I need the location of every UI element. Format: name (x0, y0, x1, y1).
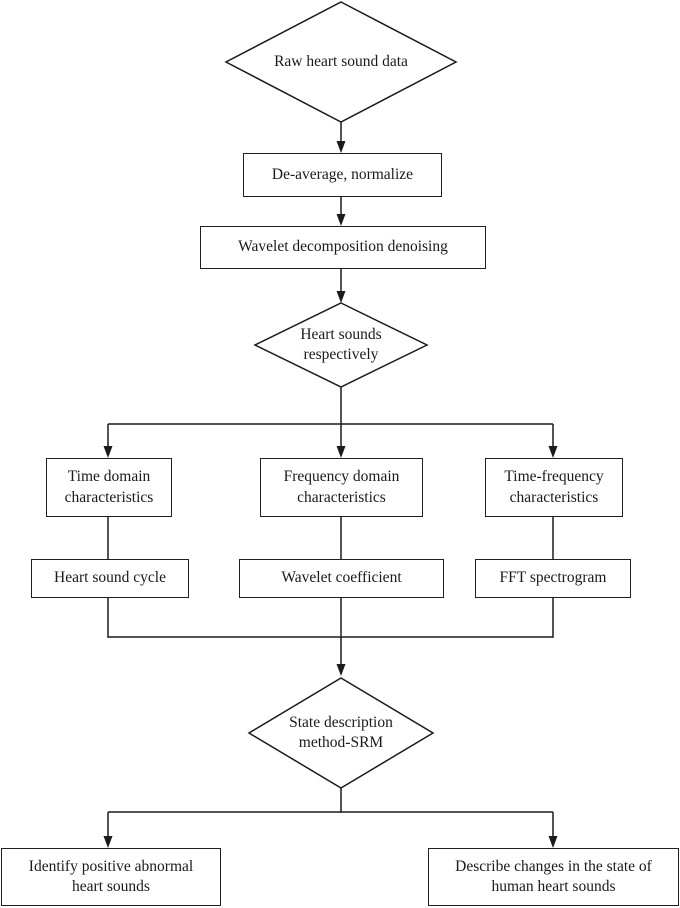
node-wavelet-coefficient: Wavelet coefficient (239, 559, 444, 598)
node-time-domain-characteristics: Time domain characteristics (46, 458, 172, 517)
node-heart-sound-cycle: Heart sound cycle (31, 559, 189, 598)
node-label: Wavelet coefficient (281, 569, 402, 587)
node-label: Time domain characteristics (64, 468, 154, 506)
node-label: Identify positive abnormal heart sounds (28, 857, 194, 895)
arrowhead (336, 291, 346, 303)
node-label: Raw heart sound data (274, 52, 408, 70)
arrowhead (336, 446, 346, 458)
arrowhead (548, 836, 558, 848)
node-heart-sounds-respectively: Heart sounds respectively (285, 325, 397, 365)
node-label: Time-frequency characteristics (504, 468, 604, 506)
node-label: De-average, normalize (271, 165, 414, 183)
node-frequency-domain-characteristics: Frequency domain characteristics (260, 458, 423, 517)
arrowhead (336, 664, 346, 676)
node-wavelet-decomposition-denoising: Wavelet decomposition denoising (200, 226, 486, 269)
node-label: Describe changes in the state of human h… (455, 857, 652, 895)
arrowhead (336, 141, 346, 153)
node-label: Heart sounds respectively (300, 325, 382, 363)
node-label: Frequency domain characteristics (283, 468, 400, 506)
node-label: Wavelet decomposition denoising (238, 238, 448, 256)
node-de-average-normalize: De-average, normalize (243, 153, 442, 197)
arrowhead (336, 214, 346, 226)
node-time-frequency-characteristics: Time-frequency characteristics (485, 458, 623, 517)
node-label: State description method-SRM (289, 713, 393, 751)
node-fft-spectrogram: FFT spectrogram (475, 559, 631, 598)
node-describe-state-changes: Describe changes in the state of human h… (428, 848, 679, 906)
arrowhead (103, 836, 113, 848)
arrowhead (103, 446, 113, 458)
node-raw-heart-sound-data: Raw heart sound data (274, 52, 408, 72)
node-identify-positive-abnormal: Identify positive abnormal heart sounds (1, 848, 221, 906)
node-state-description-method-srm: State description method-SRM (266, 713, 416, 753)
arrowhead (548, 446, 558, 458)
node-label: Heart sound cycle (54, 569, 166, 587)
node-label: FFT spectrogram (499, 569, 607, 587)
